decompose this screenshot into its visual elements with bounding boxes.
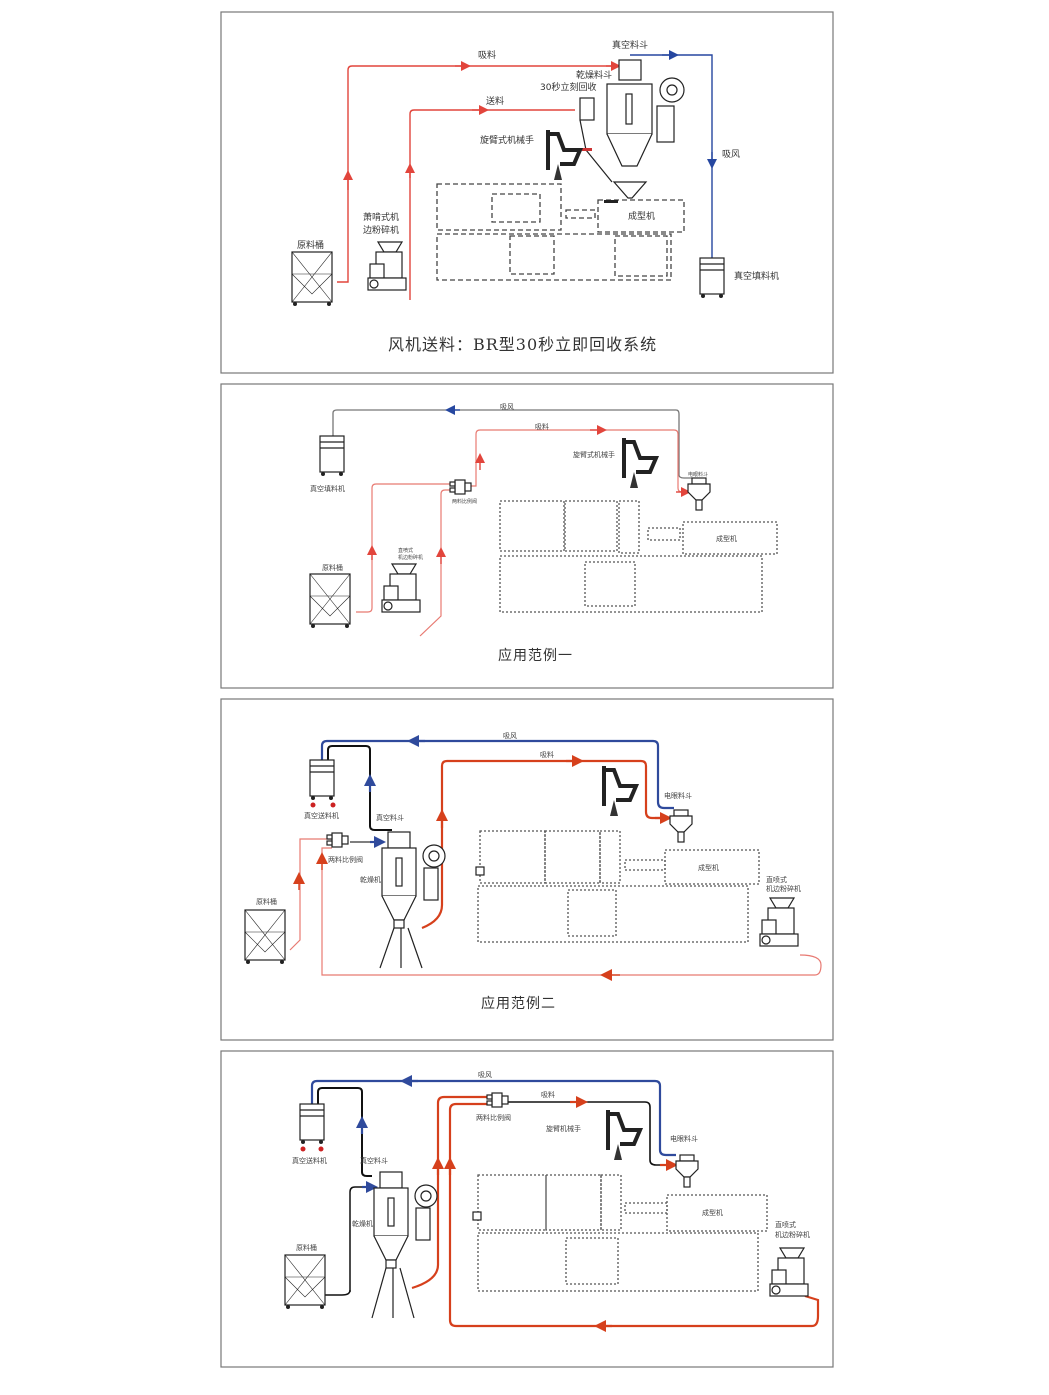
raw-bin-icon [284, 1254, 326, 1310]
suction-material-line [337, 65, 615, 283]
label-crusher-1: 萧啃式机 [363, 211, 399, 223]
panel-1-title: 风机送料：BR型30秒立即回收系统 [388, 335, 657, 354]
label-dryer: 乾燥机 [360, 875, 381, 884]
suction-air-line [332, 409, 692, 479]
label-suction-air: 吸风 [500, 403, 514, 411]
label-suction-material: 吸料 [535, 422, 549, 431]
vacuum-loader-icon [309, 759, 335, 801]
label-eye-hopper: 电眼料斗 [664, 791, 692, 800]
label-recovery-30s: 30秒立刻回收 [540, 81, 596, 93]
label-proportional-valve: 两料比例阀 [476, 1113, 511, 1122]
molding-machine [475, 830, 760, 943]
panel-1: 吸料 真空料斗 乾燥料斗 30秒立刻回收 送料 旋臂式机械手 吸风 成型机 萧啃… [220, 11, 834, 374]
suction-material-line [465, 429, 690, 493]
label-molding-machine: 成型机 [628, 210, 655, 222]
dryer-hopper-icon [579, 59, 685, 199]
label-robot-arm: 旋臂式机械手 [480, 134, 534, 146]
suction-air-line [310, 1079, 676, 1157]
label-crusher-2: 机边粉碎机 [398, 554, 423, 561]
label-suction-air: 吸风 [722, 149, 740, 160]
label-molding-machine: 成型机 [698, 863, 719, 872]
label-raw-bin: 原料桶 [322, 563, 343, 572]
suction-air-line [630, 54, 713, 258]
suction-material-line [505, 1101, 672, 1166]
label-crusher-1: 直喷式 [398, 547, 413, 554]
label-dryer: 乾燥机 [352, 1219, 373, 1228]
label-vacuum-hopper: 真空料斗 [612, 39, 648, 51]
label-robot-arm: 旋臂式机械手 [573, 450, 615, 459]
label-robot-arm: 旋臂机械手 [546, 1124, 581, 1133]
label-raw-bin: 原料桶 [296, 1243, 317, 1252]
label-vacuum-loader: 真空填料机 [734, 270, 779, 282]
suction-material-line [421, 759, 664, 930]
panel-4: 吸风 吸料 真空送料机 真空料斗 两料比例阀 旋臂机械手 乾燥机 电眼料斗 成型… [220, 1050, 834, 1368]
panel-2-title: 应用范例一 [498, 647, 573, 664]
panel-3-title: 应用范例二 [481, 995, 556, 1012]
label-vacuum-loader: 真空送料机 [292, 1156, 327, 1165]
panel-3: 吸风 吸料 真空送料机 真空料斗 两料比例阀 乾燥机 电眼料斗 成型机 原料桶 … [220, 698, 834, 1041]
panel-2: 吸风 吸料 真空填料机 旋臂式机械手 两料比例阀 电眼料斗 成型机 原料桶 直喷… [220, 383, 834, 689]
molding-machine [499, 500, 778, 613]
vacuum-loader-icon [319, 435, 345, 477]
molding-machine [436, 183, 685, 281]
label-molding-machine: 成型机 [702, 1208, 723, 1217]
label-suction-material: 吸料 [478, 49, 496, 61]
label-crusher-2: 机边粉碎机 [766, 884, 801, 893]
label-suction-air: 吸风 [478, 1071, 492, 1079]
label-raw-bin: 原料桶 [256, 897, 277, 906]
label-crusher-1: 直喷式 [766, 875, 787, 884]
label-vacuum-hopper: 真空料斗 [376, 813, 404, 822]
label-suction-material: 吸料 [540, 750, 554, 759]
feed-line [409, 109, 575, 300]
label-dryer-hopper: 乾燥料斗 [576, 69, 612, 81]
suction-air-line [320, 739, 674, 810]
label-proportional-valve: 两料比例阀 [452, 498, 477, 505]
raw-bin-icon [291, 251, 333, 307]
raw-bin-icon [309, 573, 351, 629]
label-suction-air: 吸风 [503, 732, 517, 740]
label-eye-hopper: 电眼料斗 [670, 1134, 698, 1143]
vacuum-loader-icon [699, 257, 725, 299]
molding-machine [472, 1174, 768, 1292]
label-vacuum-hopper: 真空料斗 [360, 1156, 388, 1165]
label-crusher-2: 边粉碎机 [363, 224, 399, 236]
label-crusher-2: 机边粉碎机 [775, 1230, 810, 1239]
label-crusher-1: 直喷式 [775, 1220, 796, 1229]
label-raw-bin: 原料桶 [297, 239, 324, 251]
raw-bin-icon [244, 909, 286, 965]
vacuum-loader-icon [299, 1103, 325, 1145]
label-proportional-valve: 两料比例阀 [328, 855, 363, 864]
label-vacuum-loader: 真空填料机 [310, 484, 345, 493]
label-molding-machine: 成型机 [716, 534, 737, 543]
label-hopper: 电眼料斗 [688, 471, 708, 478]
label-vacuum-loader: 真空送料机 [304, 811, 339, 820]
label-suction-material: 吸料 [541, 1090, 555, 1099]
label-feed: 送料 [486, 95, 504, 107]
